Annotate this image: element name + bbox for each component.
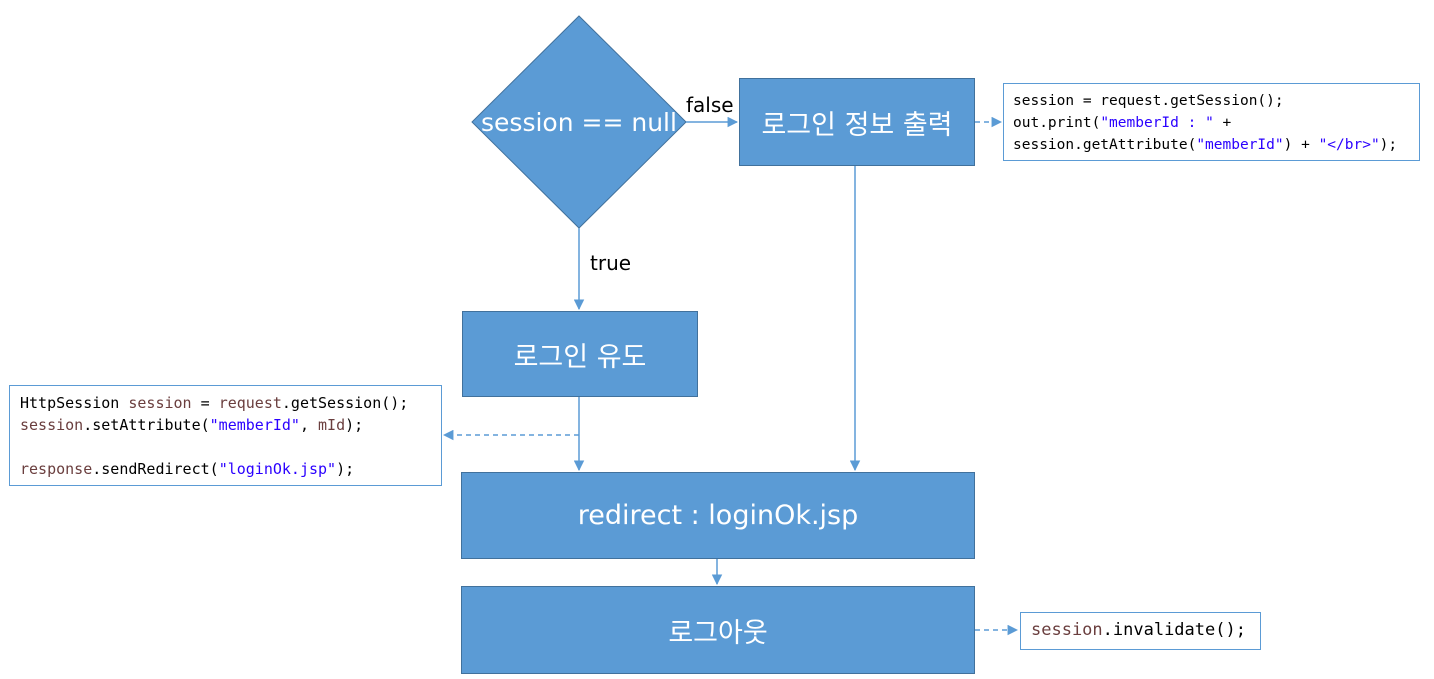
true-label: true <box>590 251 632 275</box>
login-prompt-code-box: HttpSession session = request.getSession… <box>9 385 442 486</box>
print-info-code-box: session = request.getSession(); out.print… <box>1003 83 1420 161</box>
code-line: out.print("memberId : " + <box>1013 115 1232 131</box>
login-prompt-label: 로그인 유도 <box>513 341 647 373</box>
login-prompt-node[interactable]: 로그인 유도 <box>462 311 698 397</box>
logout-code-box: session.invalidate(); <box>1020 612 1261 650</box>
code-line: HttpSession session = request.getSession… <box>20 394 409 412</box>
print-info-label: 로그인 정보 출력 <box>761 109 953 141</box>
logout-node[interactable]: 로그아웃 <box>461 586 975 674</box>
decision-label: session == null <box>481 107 677 137</box>
logout-label: 로그아웃 <box>668 617 768 649</box>
redirect-node[interactable]: redirect : loginOk.jsp <box>461 472 975 559</box>
code-line: session = request.getSession(); <box>1013 93 1284 109</box>
code-line: response.sendRedirect("loginOk.jsp"); <box>20 460 355 478</box>
code-line: session.setAttribute("memberId", mId); <box>20 416 364 434</box>
false-label: false <box>686 93 734 117</box>
code-blank-line <box>20 436 431 458</box>
code-line: session.getAttribute("memberId") + "</br… <box>1013 137 1398 153</box>
redirect-label: redirect : loginOk.jsp <box>577 500 859 531</box>
print-info-node[interactable]: 로그인 정보 출력 <box>739 78 975 166</box>
